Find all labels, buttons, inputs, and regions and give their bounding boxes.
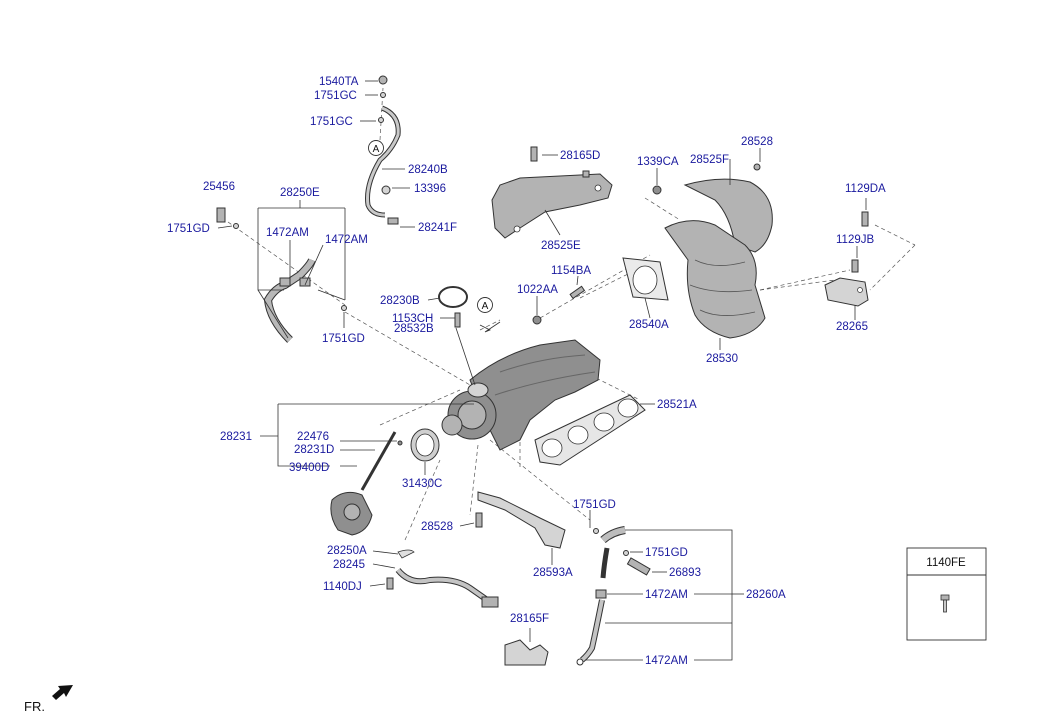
- label-28231d[interactable]: 28231D: [294, 444, 334, 456]
- label-28230b[interactable]: 28230B: [380, 295, 420, 307]
- catalytic-converter: [652, 163, 773, 339]
- label-28250a[interactable]: 28250A: [327, 545, 367, 557]
- bolt-icon: [940, 594, 950, 613]
- oil-feed-pipe: [365, 75, 401, 225]
- water-hose-assembly: [216, 207, 347, 343]
- water-return-hose: [576, 526, 651, 666]
- label-28528[interactable]: 28528: [741, 136, 773, 148]
- label-28165f[interactable]: 28165F: [510, 613, 549, 625]
- legend-part-number: 1140FE: [926, 557, 966, 569]
- label-1751gd[interactable]: 1751GD: [573, 499, 616, 511]
- bracket-28165f: [504, 639, 549, 666]
- label-1751gd[interactable]: 1751GD: [645, 547, 688, 559]
- front-orientation-marker: FR.: [24, 685, 73, 714]
- gasket-28521a: [534, 394, 646, 466]
- label-28530[interactable]: 28530: [706, 353, 738, 365]
- gasket-ring-31430c: [410, 428, 440, 462]
- label-22476[interactable]: 22476: [297, 431, 329, 443]
- label-1022aa[interactable]: 1022AA: [517, 284, 558, 296]
- label-1472am[interactable]: 1472AM: [325, 234, 368, 246]
- front-label: FR.: [24, 699, 45, 714]
- stud-and-nut: [532, 285, 586, 325]
- label-28532b[interactable]: 28532B: [394, 323, 434, 335]
- heat-protector-upper: [491, 146, 613, 239]
- callout-a-text: A: [482, 301, 489, 312]
- label-1472am[interactable]: 1472AM: [266, 227, 309, 239]
- leader-lines: [217, 80, 867, 661]
- callout-a-turbo: A: [477, 297, 501, 333]
- front-arrow-icon: [52, 685, 73, 700]
- label-28521a[interactable]: 28521A: [657, 399, 697, 411]
- reference-lines: [227, 87, 916, 541]
- label-28593a[interactable]: 28593A: [533, 567, 573, 579]
- callout-a-oil-line: A: [368, 140, 384, 156]
- part-labels: 1540TA 1751GC 1751GC 28240B 13396 28241F…: [167, 76, 886, 667]
- label-1540ta[interactable]: 1540TA: [319, 76, 359, 88]
- label-28260a[interactable]: 28260A: [746, 589, 786, 601]
- label-28525f[interactable]: 28525F: [690, 154, 729, 166]
- label-31430c[interactable]: 31430C: [402, 478, 442, 490]
- label-1129da[interactable]: 1129DA: [845, 183, 886, 195]
- label-28528[interactable]: 28528: [421, 521, 453, 533]
- label-28231[interactable]: 28231: [220, 431, 252, 443]
- gasket-28540a: [622, 257, 669, 301]
- label-1472am[interactable]: 1472AM: [645, 589, 688, 601]
- bracket-28593a: [475, 491, 566, 549]
- label-28250e[interactable]: 28250E: [280, 187, 320, 199]
- clamp-28230b: [438, 286, 468, 328]
- label-28240b[interactable]: 28240B: [408, 164, 448, 176]
- label-1751gc[interactable]: 1751GC: [314, 90, 357, 102]
- label-28525e[interactable]: 28525E: [541, 240, 581, 252]
- label-1154ba[interactable]: 1154BA: [551, 265, 591, 277]
- label-39400d[interactable]: 39400D: [289, 462, 329, 474]
- label-1751gd[interactable]: 1751GD: [322, 333, 365, 345]
- legend-box-1140fe: 1140FE: [906, 547, 987, 641]
- wastegate-actuator: [330, 431, 403, 536]
- label-28540a[interactable]: 28540A: [629, 319, 669, 331]
- label-1153ch[interactable]: 1153CH: [392, 313, 433, 325]
- label-28265[interactable]: 28265: [836, 321, 868, 333]
- label-1339ca[interactable]: 1339CA: [637, 156, 679, 168]
- label-28241f[interactable]: 28241F: [418, 222, 457, 234]
- label-13396[interactable]: 13396: [414, 183, 446, 195]
- label-28245[interactable]: 28245: [333, 559, 365, 571]
- turbocharger-manifold: [441, 339, 601, 451]
- bracket-28265: [824, 211, 869, 307]
- oil-return-pipe: [386, 549, 499, 608]
- label-1472am[interactable]: 1472AM: [645, 655, 688, 667]
- label-1751gc[interactable]: 1751GC: [310, 116, 353, 128]
- label-1129jb[interactable]: 1129JB: [836, 234, 874, 246]
- label-1140dj[interactable]: 1140DJ: [323, 581, 362, 593]
- callout-a-text: A: [373, 144, 380, 155]
- label-25456[interactable]: 25456: [203, 181, 235, 193]
- label-28165d[interactable]: 28165D: [560, 150, 600, 162]
- label-26893[interactable]: 26893: [669, 567, 701, 579]
- label-1751gd[interactable]: 1751GD: [167, 223, 210, 235]
